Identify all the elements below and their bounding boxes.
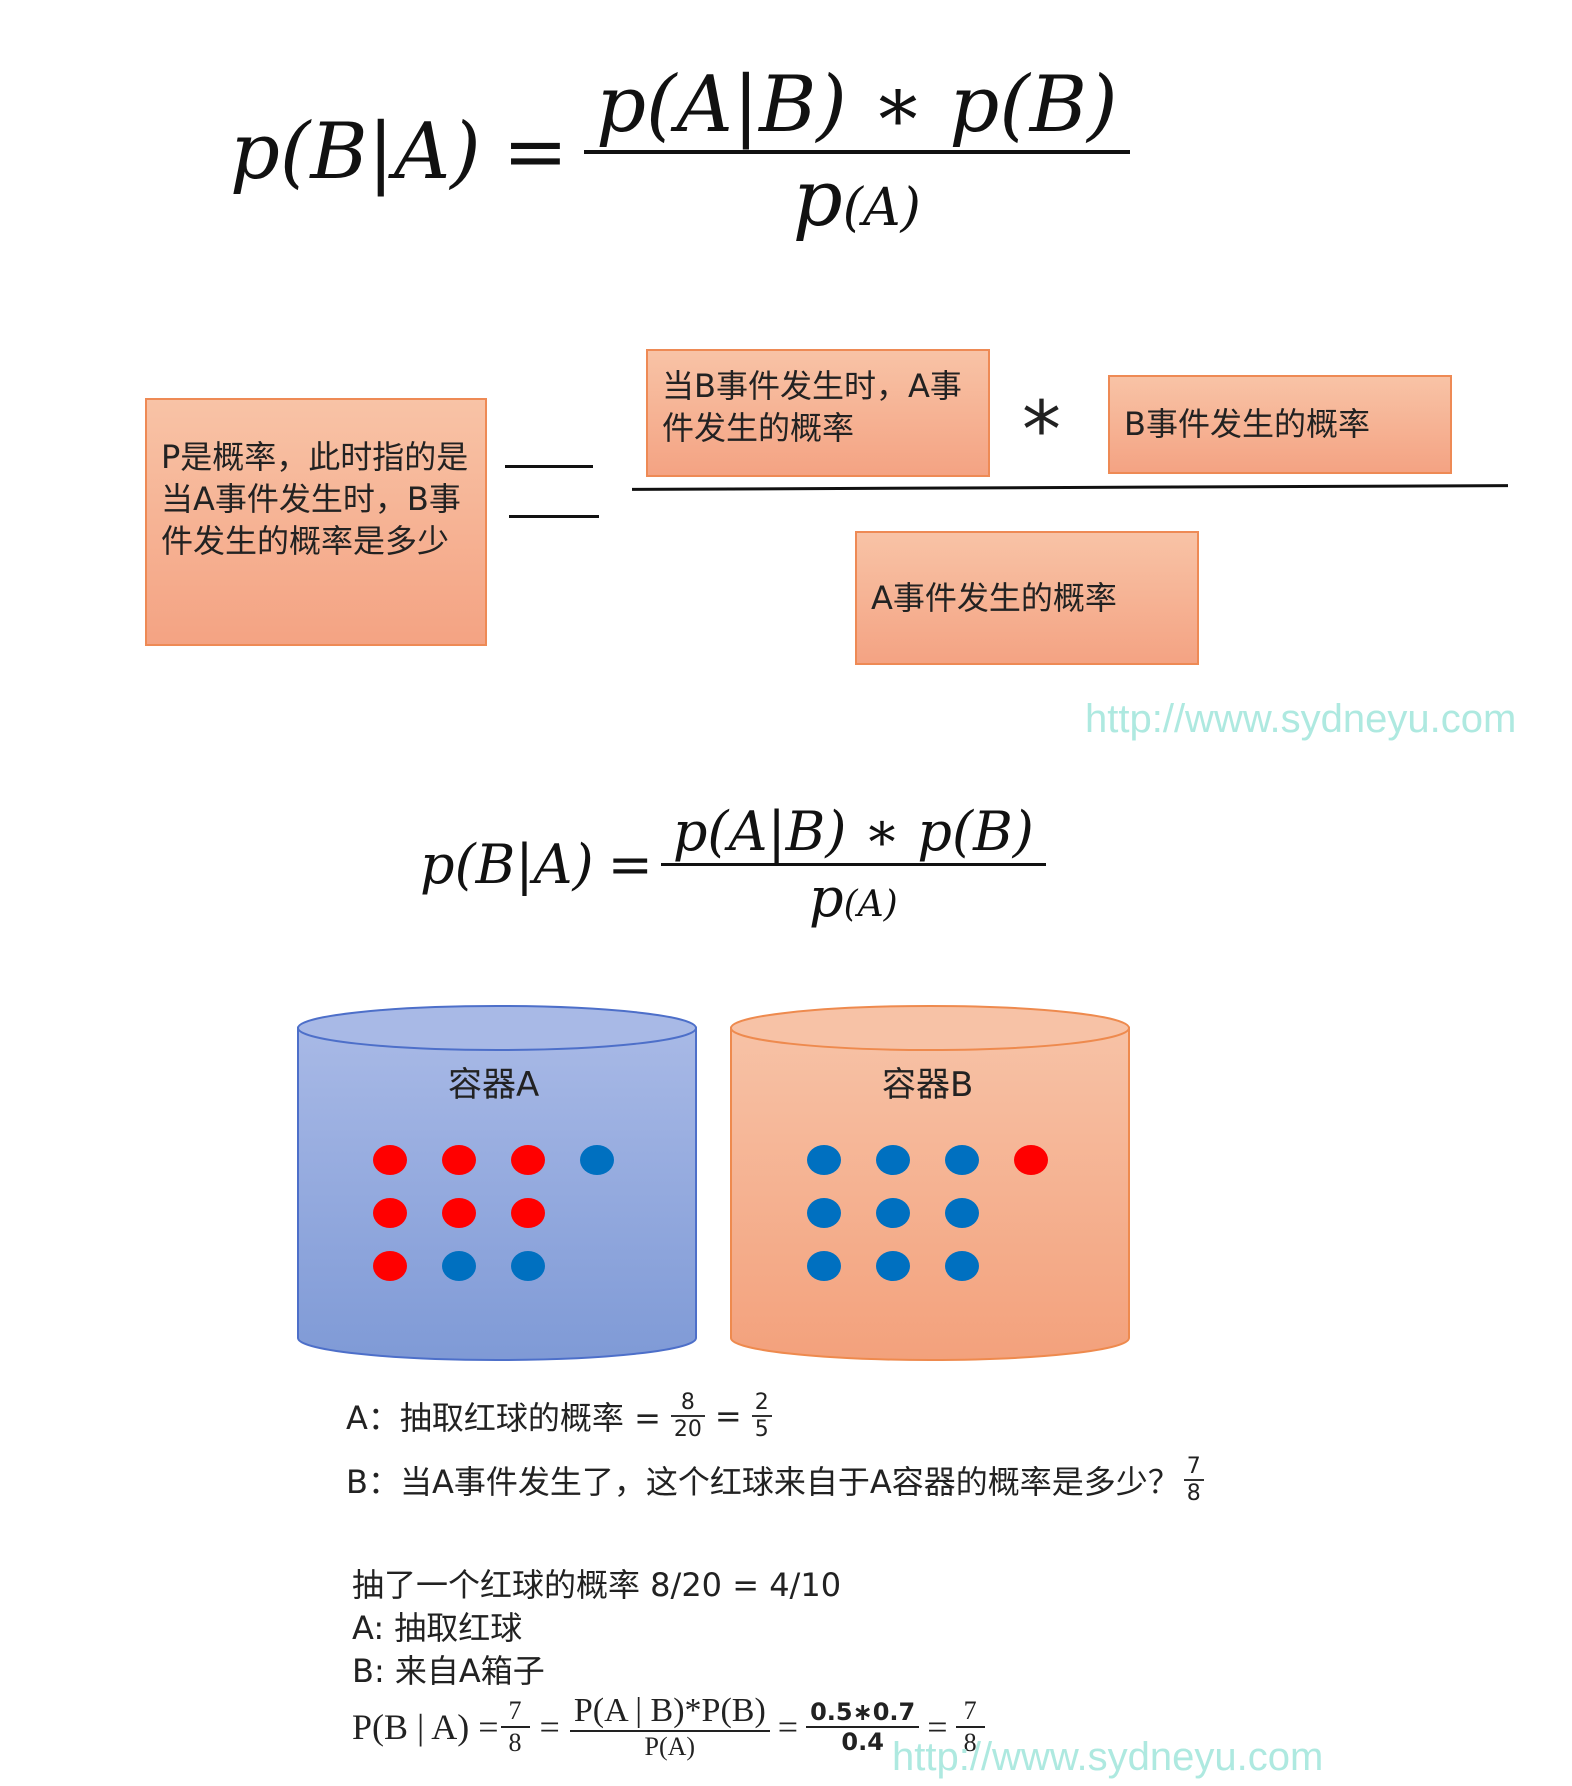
formula-small-equals: = — [607, 833, 653, 896]
note-a-fraction-2: 2 5 — [751, 1390, 772, 1443]
bottom-evidence-box: A事件发生的概率 — [855, 531, 1199, 665]
note-a: A：抽取红球的概率 = 8 20 = 2 5 — [346, 1390, 776, 1443]
bayes-formula-small: p(B|A) = p(A|B) ∗ p(B) p(A) — [420, 800, 1046, 929]
red-ball — [442, 1145, 476, 1175]
left-definition-text: P是概率，此时指的是当A事件发生时，B事件发生的概率是多少 — [161, 438, 469, 561]
bayes-formula-large: p(B|A) = p(A|B) ∗ p(B) p(A) — [230, 60, 1130, 244]
formula-denominator: p(A) — [584, 150, 1130, 244]
bottom-evidence-text: A事件发生的概率 — [871, 578, 1117, 617]
explanation-line-3: B: 来自A箱子 — [352, 1652, 545, 1690]
explanation-calc: P(B | A) = 7 8 = P(A | B)*P(B) P(A) = 0.… — [352, 1692, 987, 1762]
red-ball — [511, 1145, 545, 1175]
explanation-line-2: A: 抽取红球 — [352, 1609, 523, 1647]
top-prior-text: B事件发生的概率 — [1124, 405, 1370, 444]
blue-ball — [945, 1145, 979, 1175]
top-conditional-box: 当B事件发生时，A事件发生的概率 — [646, 349, 990, 477]
red-ball — [511, 1198, 545, 1228]
blue-ball — [945, 1198, 979, 1228]
calc-fraction-3: 0.5∗0.7 0.4 — [806, 1698, 920, 1756]
blue-ball — [807, 1145, 841, 1175]
blue-ball — [876, 1198, 910, 1228]
formula-small-fraction: p(A|B) ∗ p(B) p(A) — [660, 800, 1046, 929]
container-b-label: 容器B — [882, 1065, 974, 1105]
note-b-fraction: 7 8 — [1183, 1454, 1204, 1507]
blue-ball — [580, 1145, 614, 1175]
note-b-text: B：当A事件发生了，这个红球来自于A容器的概率是多少？ — [346, 1463, 1180, 1502]
red-ball — [1014, 1145, 1048, 1175]
container-b-top — [730, 1005, 1130, 1051]
red-ball — [373, 1145, 407, 1175]
calc-equals-2: = — [777, 1707, 799, 1747]
left-definition-box: P是概率，此时指的是当A事件发生时，B事件发生的概率是多少 — [145, 398, 487, 646]
calc-fraction-4: 7 8 — [955, 1696, 985, 1758]
calc-lhs: P(B | A) = — [352, 1707, 499, 1747]
calc-equals-3: = — [927, 1707, 948, 1747]
container-a-label: 容器A — [448, 1065, 540, 1105]
blue-ball — [945, 1251, 979, 1281]
formula-numerator: p(A|B) ∗ p(B) — [596, 60, 1118, 150]
times-sign: * — [1022, 386, 1061, 476]
blue-ball — [442, 1251, 476, 1281]
red-ball — [442, 1198, 476, 1228]
watermark-top: http://www.sydneyu.com — [1085, 697, 1517, 741]
container-a-top — [297, 1005, 697, 1051]
calc-fraction-1: 7 8 — [500, 1696, 530, 1758]
note-a-text: A：抽取红球的概率 = — [346, 1399, 661, 1438]
top-prior-box: B事件发生的概率 — [1108, 375, 1452, 474]
formula-lhs: p(B|A) — [230, 107, 481, 197]
blue-ball — [807, 1251, 841, 1281]
watermark-bottom: http://www.sydneyu.com — [892, 1735, 1324, 1779]
note-a-fraction-1: 8 20 — [670, 1390, 705, 1443]
equals-sign — [505, 465, 599, 525]
calc-equals-1: = — [539, 1707, 560, 1747]
blue-ball — [807, 1198, 841, 1228]
blue-ball — [876, 1145, 910, 1175]
calc-fraction-2: P(A | B)*P(B) P(A) — [569, 1692, 770, 1762]
red-ball — [373, 1198, 407, 1228]
formula-small-denominator: p(A) — [660, 863, 1046, 929]
top-conditional-text: 当B事件发生时，A事件发生的概率 — [662, 367, 962, 448]
red-ball — [373, 1251, 407, 1281]
formula-small-numerator: p(A|B) ∗ p(B) — [672, 800, 1034, 863]
note-b: B：当A事件发生了，这个红球来自于A容器的概率是多少？ 7 8 — [346, 1454, 1208, 1507]
explanation-line-1: 抽了一个红球的概率 8/20 = 4/10 — [352, 1566, 842, 1604]
note-a-equals: = — [714, 1397, 742, 1436]
blue-ball — [876, 1251, 910, 1281]
blue-ball — [511, 1251, 545, 1281]
formula-equals: = — [502, 107, 569, 197]
formula-small-lhs: p(B|A) — [420, 833, 594, 896]
fraction-line — [631, 484, 1509, 491]
formula-fraction: p(A|B) ∗ p(B) p(A) — [584, 60, 1130, 244]
